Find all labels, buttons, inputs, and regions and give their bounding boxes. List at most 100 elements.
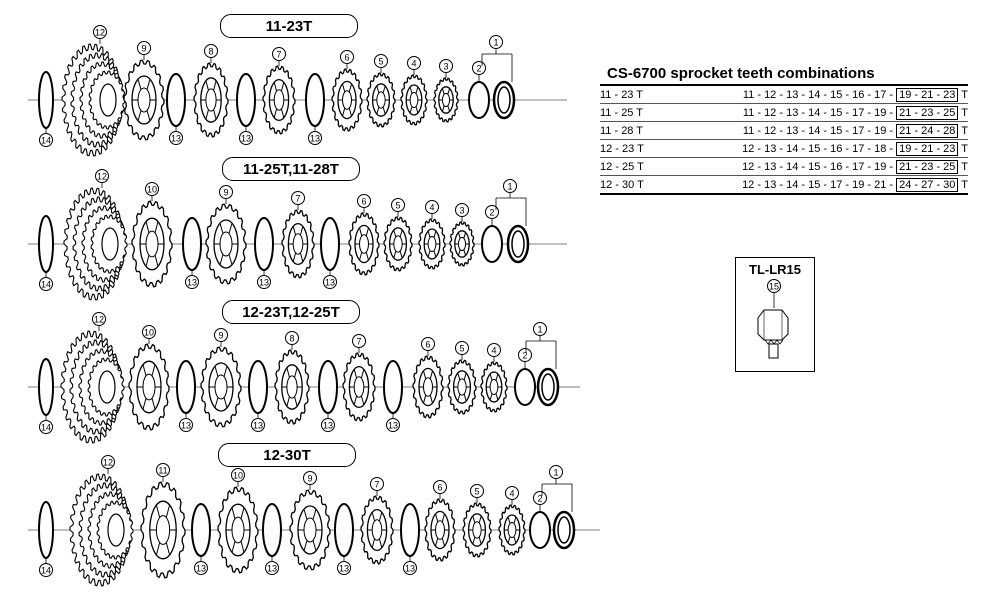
part-callout-2	[485, 205, 499, 219]
part-callout-13	[321, 418, 335, 432]
teeth-plain: 11 - 12 - 13 - 14 - 15 - 17 - 19 -	[742, 106, 897, 119]
part-number: 5	[378, 57, 383, 67]
part-number: 13	[241, 134, 251, 144]
combo-cell: 12 - 23 T	[600, 139, 680, 158]
part-number: 13	[259, 278, 269, 288]
combo-cell: 12 - 30 T	[600, 175, 680, 194]
part-callout-7	[352, 334, 366, 348]
combo-cell: 11 - 28 T	[600, 121, 680, 140]
part-number: 11	[158, 466, 167, 476]
part-callout-3	[455, 203, 469, 217]
part-callout-5	[455, 341, 469, 355]
group-label-11-23t: 11-23T	[220, 14, 358, 38]
teeth-boxed: 19 - 21 - 23	[896, 141, 959, 156]
part-callout-10	[145, 182, 159, 196]
spacer-ring-14	[38, 501, 54, 559]
part-number: 8	[208, 47, 213, 57]
part-callout-1	[503, 179, 517, 193]
part-callout-13	[251, 418, 265, 432]
part-number: 8	[289, 334, 294, 344]
part-number: 5	[459, 344, 464, 354]
teeth-suffix: T	[961, 88, 968, 101]
part-callout-9	[219, 185, 233, 199]
part-number: 13	[253, 421, 263, 431]
group-label-12-30t: 12-30T	[218, 443, 356, 467]
teeth-cell: 11 - 12 - 13 - 14 - 15 - 17 - 19 - 21 - …	[680, 103, 968, 122]
tool-title: TL-LR15	[749, 262, 801, 277]
spacer-ring-2	[481, 225, 503, 263]
part-callout-13	[403, 561, 417, 575]
part-number: 13	[405, 564, 415, 574]
part-number: 1	[553, 468, 558, 478]
teeth-cell: 12 - 13 - 14 - 15 - 16 - 17 - 18 - 19 - …	[680, 139, 968, 158]
part-number: 2	[522, 351, 527, 361]
teeth-boxed: 21 - 23 - 25	[896, 105, 959, 120]
part-callout-13	[337, 561, 351, 575]
part-callout-3	[439, 59, 453, 73]
part-number: 12	[97, 172, 107, 182]
part-number: 13	[181, 421, 191, 431]
part-number: 13	[388, 421, 398, 431]
part-number: 13	[323, 421, 333, 431]
part-number: 2	[476, 64, 481, 74]
part-number: 13	[310, 134, 320, 144]
combo-cell: 11 - 25 T	[600, 103, 680, 122]
part-callout-12	[95, 169, 109, 183]
part-callout-2	[518, 348, 532, 362]
teeth-suffix: T	[961, 106, 968, 119]
spacer-ring-13	[176, 360, 196, 414]
part-number: 10	[147, 185, 157, 195]
part-callout-14	[39, 420, 53, 434]
spacer-ring-13	[182, 217, 202, 271]
teeth-suffix: T	[961, 124, 968, 137]
spacer-ring-13	[400, 503, 420, 557]
part-number: 4	[491, 346, 496, 356]
teeth-plain: 11 - 12 - 13 - 14 - 15 - 16 - 17 -	[742, 88, 897, 101]
part-callout-5	[391, 198, 405, 212]
teeth-plain: 12 - 13 - 14 - 15 - 16 - 17 - 18 -	[742, 142, 897, 155]
part-number: 10	[233, 471, 243, 481]
part-callout-7	[272, 47, 286, 61]
part-number: 14	[41, 566, 51, 576]
part-callout-4	[407, 56, 421, 70]
part-callout-8	[285, 331, 299, 345]
part-callout-6	[357, 194, 371, 208]
part-callout-10	[231, 468, 245, 482]
group-label-12-23t-12-25t: 12-23T,12-25T	[222, 300, 360, 324]
part-callout-15	[767, 279, 781, 293]
part-callout-9	[303, 471, 317, 485]
teeth-plain: 12 - 13 - 14 - 15 - 16 - 17 - 19 -	[742, 160, 897, 173]
part-number-15: 15	[769, 282, 779, 292]
part-callout-6	[433, 480, 447, 494]
part-callout-14	[39, 133, 53, 147]
part-number: 6	[361, 197, 366, 207]
teeth-cell: 12 - 13 - 14 - 15 - 16 - 17 - 19 - 21 - …	[680, 157, 968, 176]
spacer-ring-14	[38, 215, 54, 273]
part-callout-13	[265, 561, 279, 575]
teeth-boxed: 21 - 24 - 28	[896, 123, 959, 138]
part-callout-5	[470, 484, 484, 498]
part-number: 5	[395, 201, 400, 211]
part-callout-1	[489, 35, 503, 49]
part-number: 6	[344, 53, 349, 63]
part-callout-13	[257, 275, 271, 289]
part-number: 9	[141, 44, 146, 54]
part-number: 4	[411, 59, 416, 69]
part-callout-1	[549, 465, 563, 479]
part-number: 7	[356, 337, 361, 347]
part-callout-8	[204, 44, 218, 58]
part-number: 7	[374, 480, 379, 490]
part-number: 14	[41, 136, 51, 146]
part-number: 12	[103, 458, 113, 468]
tool-drawing: 15	[757, 279, 789, 359]
part-number: 13	[196, 564, 206, 574]
teeth-suffix: T	[961, 178, 968, 191]
part-number: 4	[429, 203, 434, 213]
part-callout-11	[156, 463, 170, 477]
teeth-suffix: T	[961, 142, 968, 155]
part-callout-7	[370, 477, 384, 491]
